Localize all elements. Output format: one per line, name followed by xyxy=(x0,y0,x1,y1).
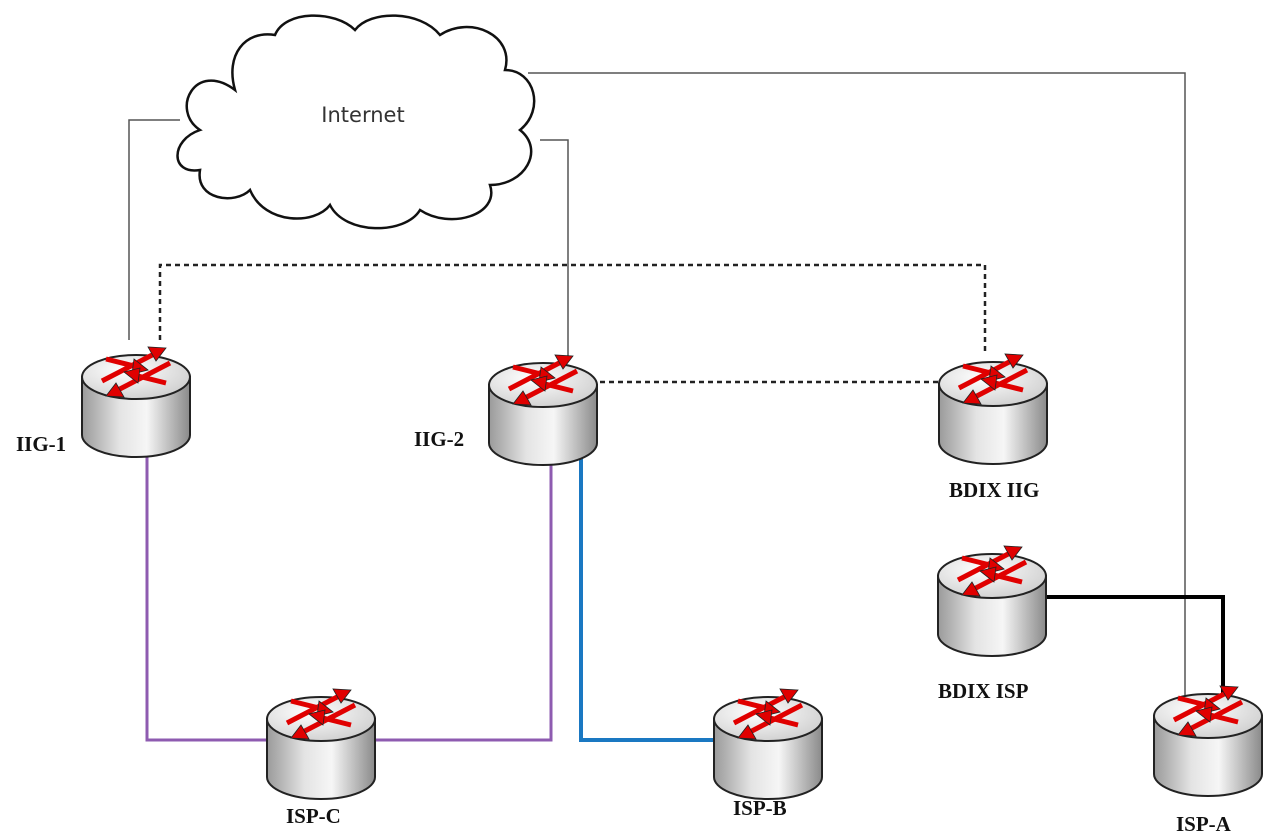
router-icon xyxy=(939,354,1047,464)
router-isp-c xyxy=(267,689,375,799)
label-bdix-isp: BDIX ISP xyxy=(938,679,1029,703)
internet-label: Internet xyxy=(321,103,404,127)
internet-cloud: Internet xyxy=(176,14,536,230)
links-layer xyxy=(128,72,1225,742)
router-isp-a xyxy=(1154,686,1262,796)
link-internet-iig1 xyxy=(128,119,180,340)
link-bdixisp-ispa xyxy=(1046,595,1225,695)
router-iig2 xyxy=(489,355,597,465)
router-bdix-iig xyxy=(939,354,1047,464)
link-internet-ispa xyxy=(528,72,1186,700)
router-icon xyxy=(267,689,375,799)
link-iig1-bdixiig-dotted xyxy=(158,263,987,352)
label-bdix-iig: BDIX IIG xyxy=(949,478,1039,502)
router-icon xyxy=(1154,686,1262,796)
label-iig1: IIG-1 xyxy=(16,432,66,456)
label-iig2: IIG-2 xyxy=(414,427,464,451)
router-iig1 xyxy=(82,347,190,457)
router-isp-b xyxy=(714,689,822,799)
router-icon xyxy=(489,355,597,465)
router-icon xyxy=(938,546,1046,656)
link-iig2-ispb xyxy=(579,453,716,742)
router-bdix-isp xyxy=(938,546,1046,656)
label-isp-b: ISP-B xyxy=(733,796,787,820)
label-isp-a: ISP-A xyxy=(1176,812,1232,835)
router-icon xyxy=(714,689,822,799)
link-iig1-ispc xyxy=(145,450,268,742)
link-iig2-ispc xyxy=(376,462,553,742)
router-icon xyxy=(82,347,190,457)
link-internet-iig2 xyxy=(540,139,569,357)
label-isp-c: ISP-C xyxy=(286,804,341,828)
